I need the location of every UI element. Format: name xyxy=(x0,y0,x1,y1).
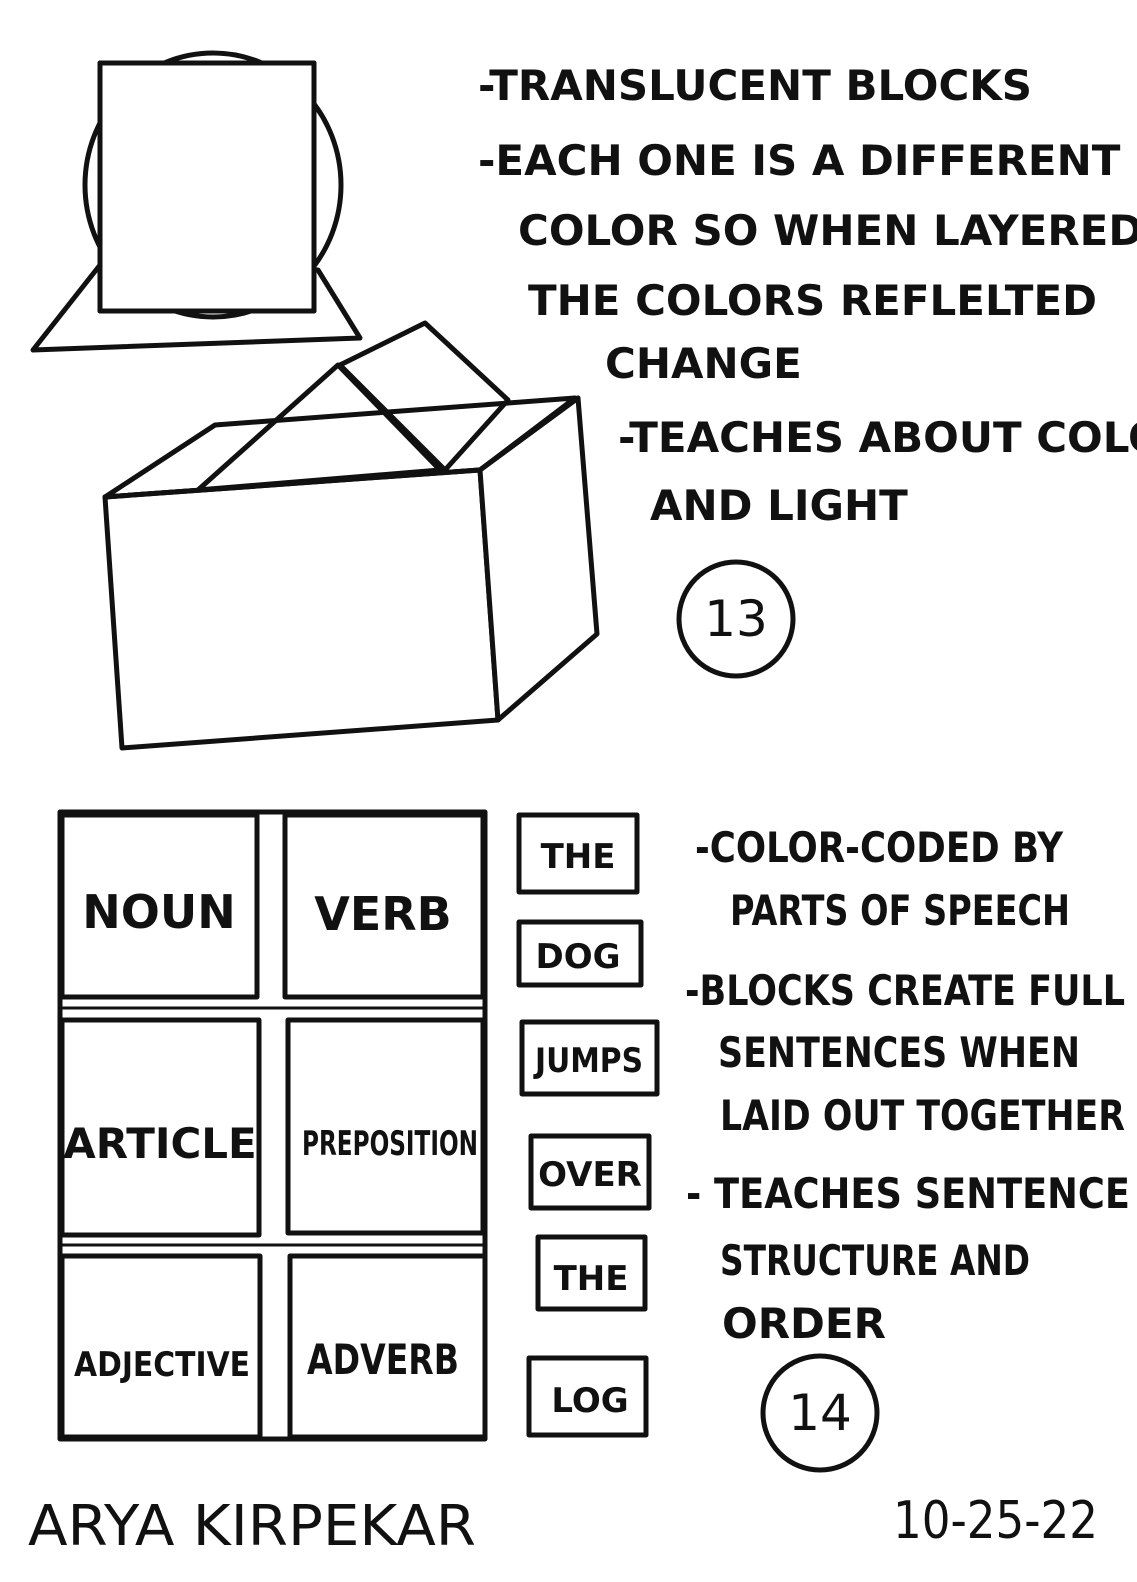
label-adjective: ADJECTIVE xyxy=(74,1345,250,1385)
word-block-log xyxy=(526,1355,649,1438)
author-name: ARYA KIRPEKAR xyxy=(28,1494,476,1559)
label-noun: NOUN xyxy=(82,885,235,939)
note-14-line-1: -COLOR-CODED BY xyxy=(695,823,1063,872)
word-log: LOG xyxy=(551,1381,628,1421)
idea-13-notes: -TRANSLUCENT BLOCKS -EACH ONE IS A DIFFE… xyxy=(478,61,1137,530)
word-block-dog xyxy=(516,919,644,988)
note-14-line-2: PARTS OF SPEECH xyxy=(730,886,1070,935)
cell-preposition xyxy=(285,1017,486,1236)
note-14-line-8: ORDER xyxy=(722,1299,886,1348)
note-14-line-3: -BLOCKS CREATE FULL xyxy=(685,966,1125,1015)
note-14-line-6: - TEACHES SENTENCE xyxy=(686,1169,1130,1218)
note-14-line-7: STRUCTURE AND xyxy=(720,1236,1030,1285)
word-block-the xyxy=(516,812,640,895)
square-shape-outline xyxy=(97,60,317,314)
number-circle xyxy=(760,1353,880,1473)
word-dog: DOG xyxy=(535,937,620,977)
word-block-the-2 xyxy=(535,1234,648,1312)
note-13-line-3: COLOR SO WHEN LAYERED, xyxy=(518,206,1137,255)
label-adverb: ADVERB xyxy=(307,1335,459,1384)
idea-number-13: 13 xyxy=(704,590,768,648)
cell-article xyxy=(59,1017,262,1238)
note-13-line-1: -TRANSLUCENT BLOCKS xyxy=(478,61,1032,110)
label-verb: VERB xyxy=(314,887,452,941)
note-13-line-6: -TEACHES ABOUT COLOR xyxy=(618,413,1137,462)
note-14-line-5: LAID OUT TOGETHER xyxy=(720,1091,1125,1140)
note-13-line-4: THE COLORS REFLELTED xyxy=(528,276,1097,325)
label-preposition: PREPOSITION xyxy=(302,1124,478,1164)
idea-number-14: 14 xyxy=(788,1384,852,1442)
parts-of-speech-grid: NOUN VERB ARTICLE PREPOSITION ADJECTIVE … xyxy=(57,809,488,1442)
label-article: ARTICLE xyxy=(63,1119,257,1168)
front-box-side xyxy=(477,395,600,723)
word-the: THE xyxy=(541,837,616,877)
word-the-2: THE xyxy=(554,1259,629,1299)
cell-noun xyxy=(59,812,260,1000)
word-block-jumps xyxy=(519,1019,660,1097)
front-box-top-edge xyxy=(102,395,581,500)
idea-14-notes: -COLOR-CODED BY PARTS OF SPEECH -BLOCKS … xyxy=(685,823,1130,1348)
note-13-line-5: CHANGE xyxy=(605,339,802,388)
cell-adverb xyxy=(287,1253,488,1440)
cell-verb xyxy=(282,812,486,1000)
cell-adjective xyxy=(59,1253,263,1440)
stacked-blocks-drawing xyxy=(102,320,600,751)
circle-shape xyxy=(82,50,344,320)
idea-number-14-badge: 14 xyxy=(760,1353,880,1473)
word-block-over xyxy=(528,1133,652,1211)
number-circle xyxy=(676,559,796,679)
note-13-line-7: AND LIGHT xyxy=(650,481,908,530)
word-over: OVER xyxy=(538,1155,642,1195)
square-shape xyxy=(97,60,317,314)
note-14-line-4: SENTENCES WHEN xyxy=(718,1028,1080,1077)
sketch-date: 10-25-22 xyxy=(893,1491,1098,1551)
translucent-shapes-drawing xyxy=(30,50,363,353)
note-13-line-2: -EACH ONE IS A DIFFERENT xyxy=(478,136,1121,185)
front-box-face xyxy=(102,467,501,751)
tilted-cube xyxy=(337,320,511,473)
word-jumps: JUMPS xyxy=(533,1041,643,1081)
word-blocks: THE DOG JUMPS OVER THE LOG xyxy=(516,812,660,1438)
idea-number-13-badge: 13 xyxy=(676,559,796,679)
footer: ARYA KIRPEKAR 10-25-22 xyxy=(28,1491,1098,1559)
